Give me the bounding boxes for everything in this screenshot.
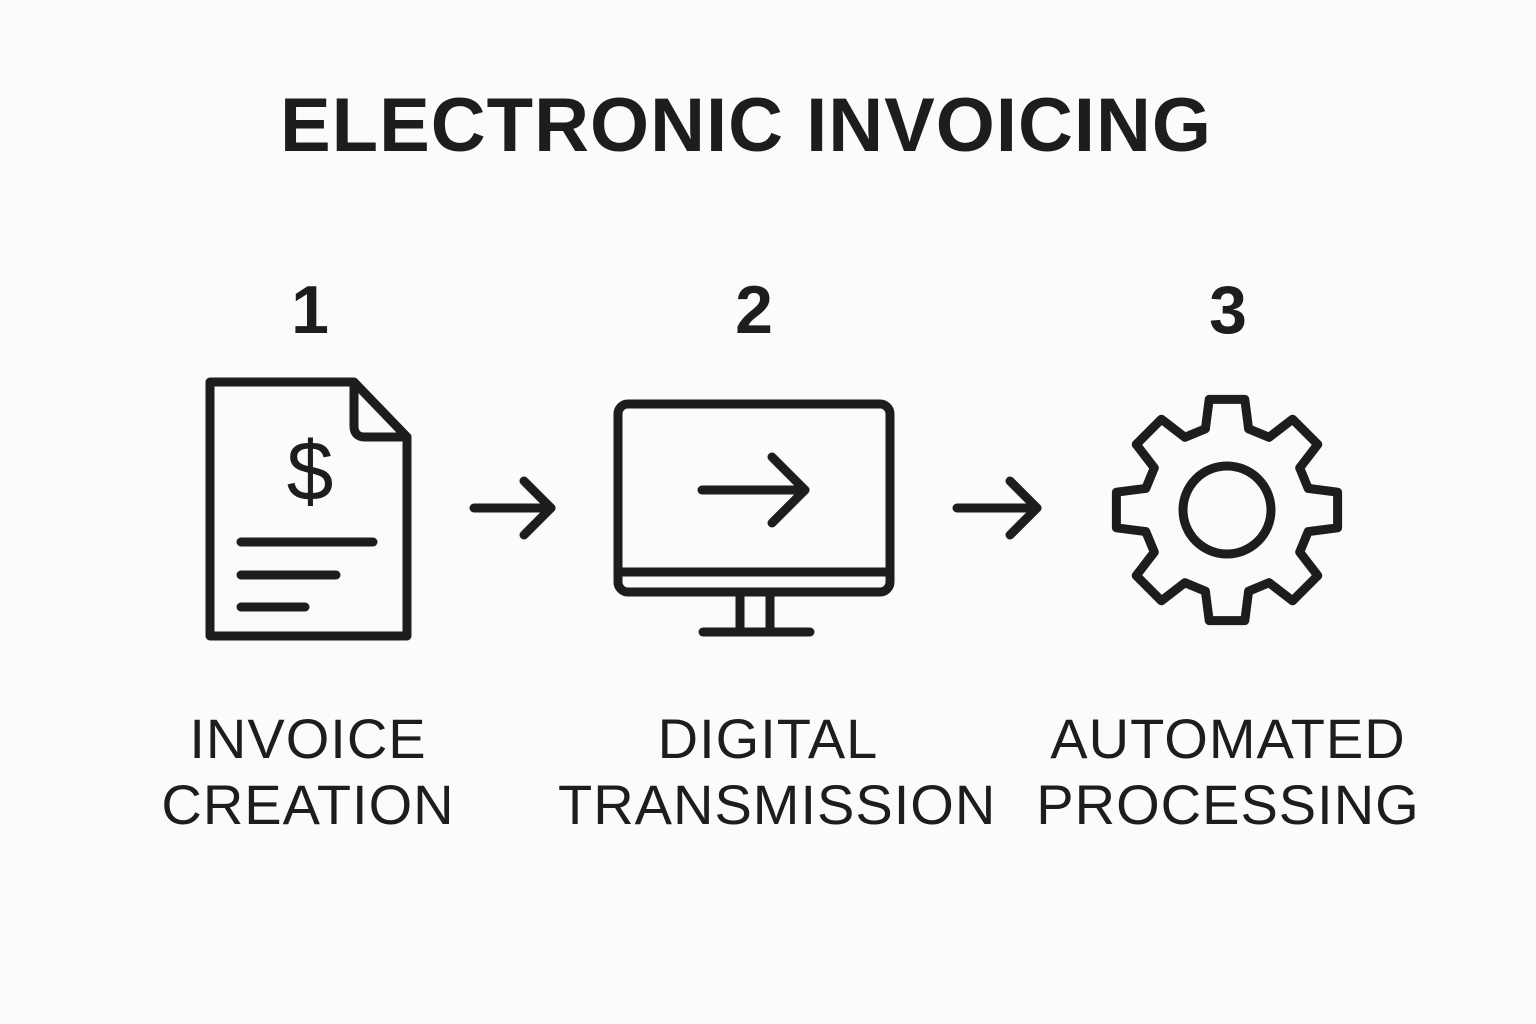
gear-hub [1178, 461, 1276, 559]
gear-outline [1111, 394, 1343, 626]
step-2-number: 2 [735, 272, 773, 348]
step-1-number: 1 [291, 272, 329, 348]
step-2-label-line-1: DIGITAL [657, 707, 879, 770]
step-1-label-line-1: INVOICE [189, 707, 427, 770]
step-1-label: INVOICE CREATION [98, 706, 518, 838]
dollar-sign: $ [287, 424, 334, 518]
step-3-label-line-1: AUTOMATED [1050, 707, 1406, 770]
step-3-number: 3 [1209, 272, 1247, 348]
screen-arrow-head [767, 452, 810, 528]
gear-icon [1111, 394, 1343, 626]
monitor-screen [613, 399, 895, 597]
step-3-label-line-2: PROCESSING [1036, 773, 1420, 836]
document-fold [349, 377, 412, 442]
arrow-right-icon [952, 476, 1042, 540]
invoice-document-dollar-icon: $ [205, 377, 412, 641]
step-1-label-line-2: CREATION [161, 773, 455, 836]
step-3-label: AUTOMATED PROCESSING [1018, 706, 1438, 838]
step-2-label-line-2: TRANSMISSION [558, 773, 997, 836]
diagram-title: ELECTRONIC INVOICING [279, 83, 1213, 168]
arrow-right-icon [469, 476, 556, 540]
monitor-arrow-icon [613, 399, 895, 637]
document-outline [205, 377, 412, 641]
step-2-label: DIGITAL TRANSMISSION [558, 706, 997, 838]
